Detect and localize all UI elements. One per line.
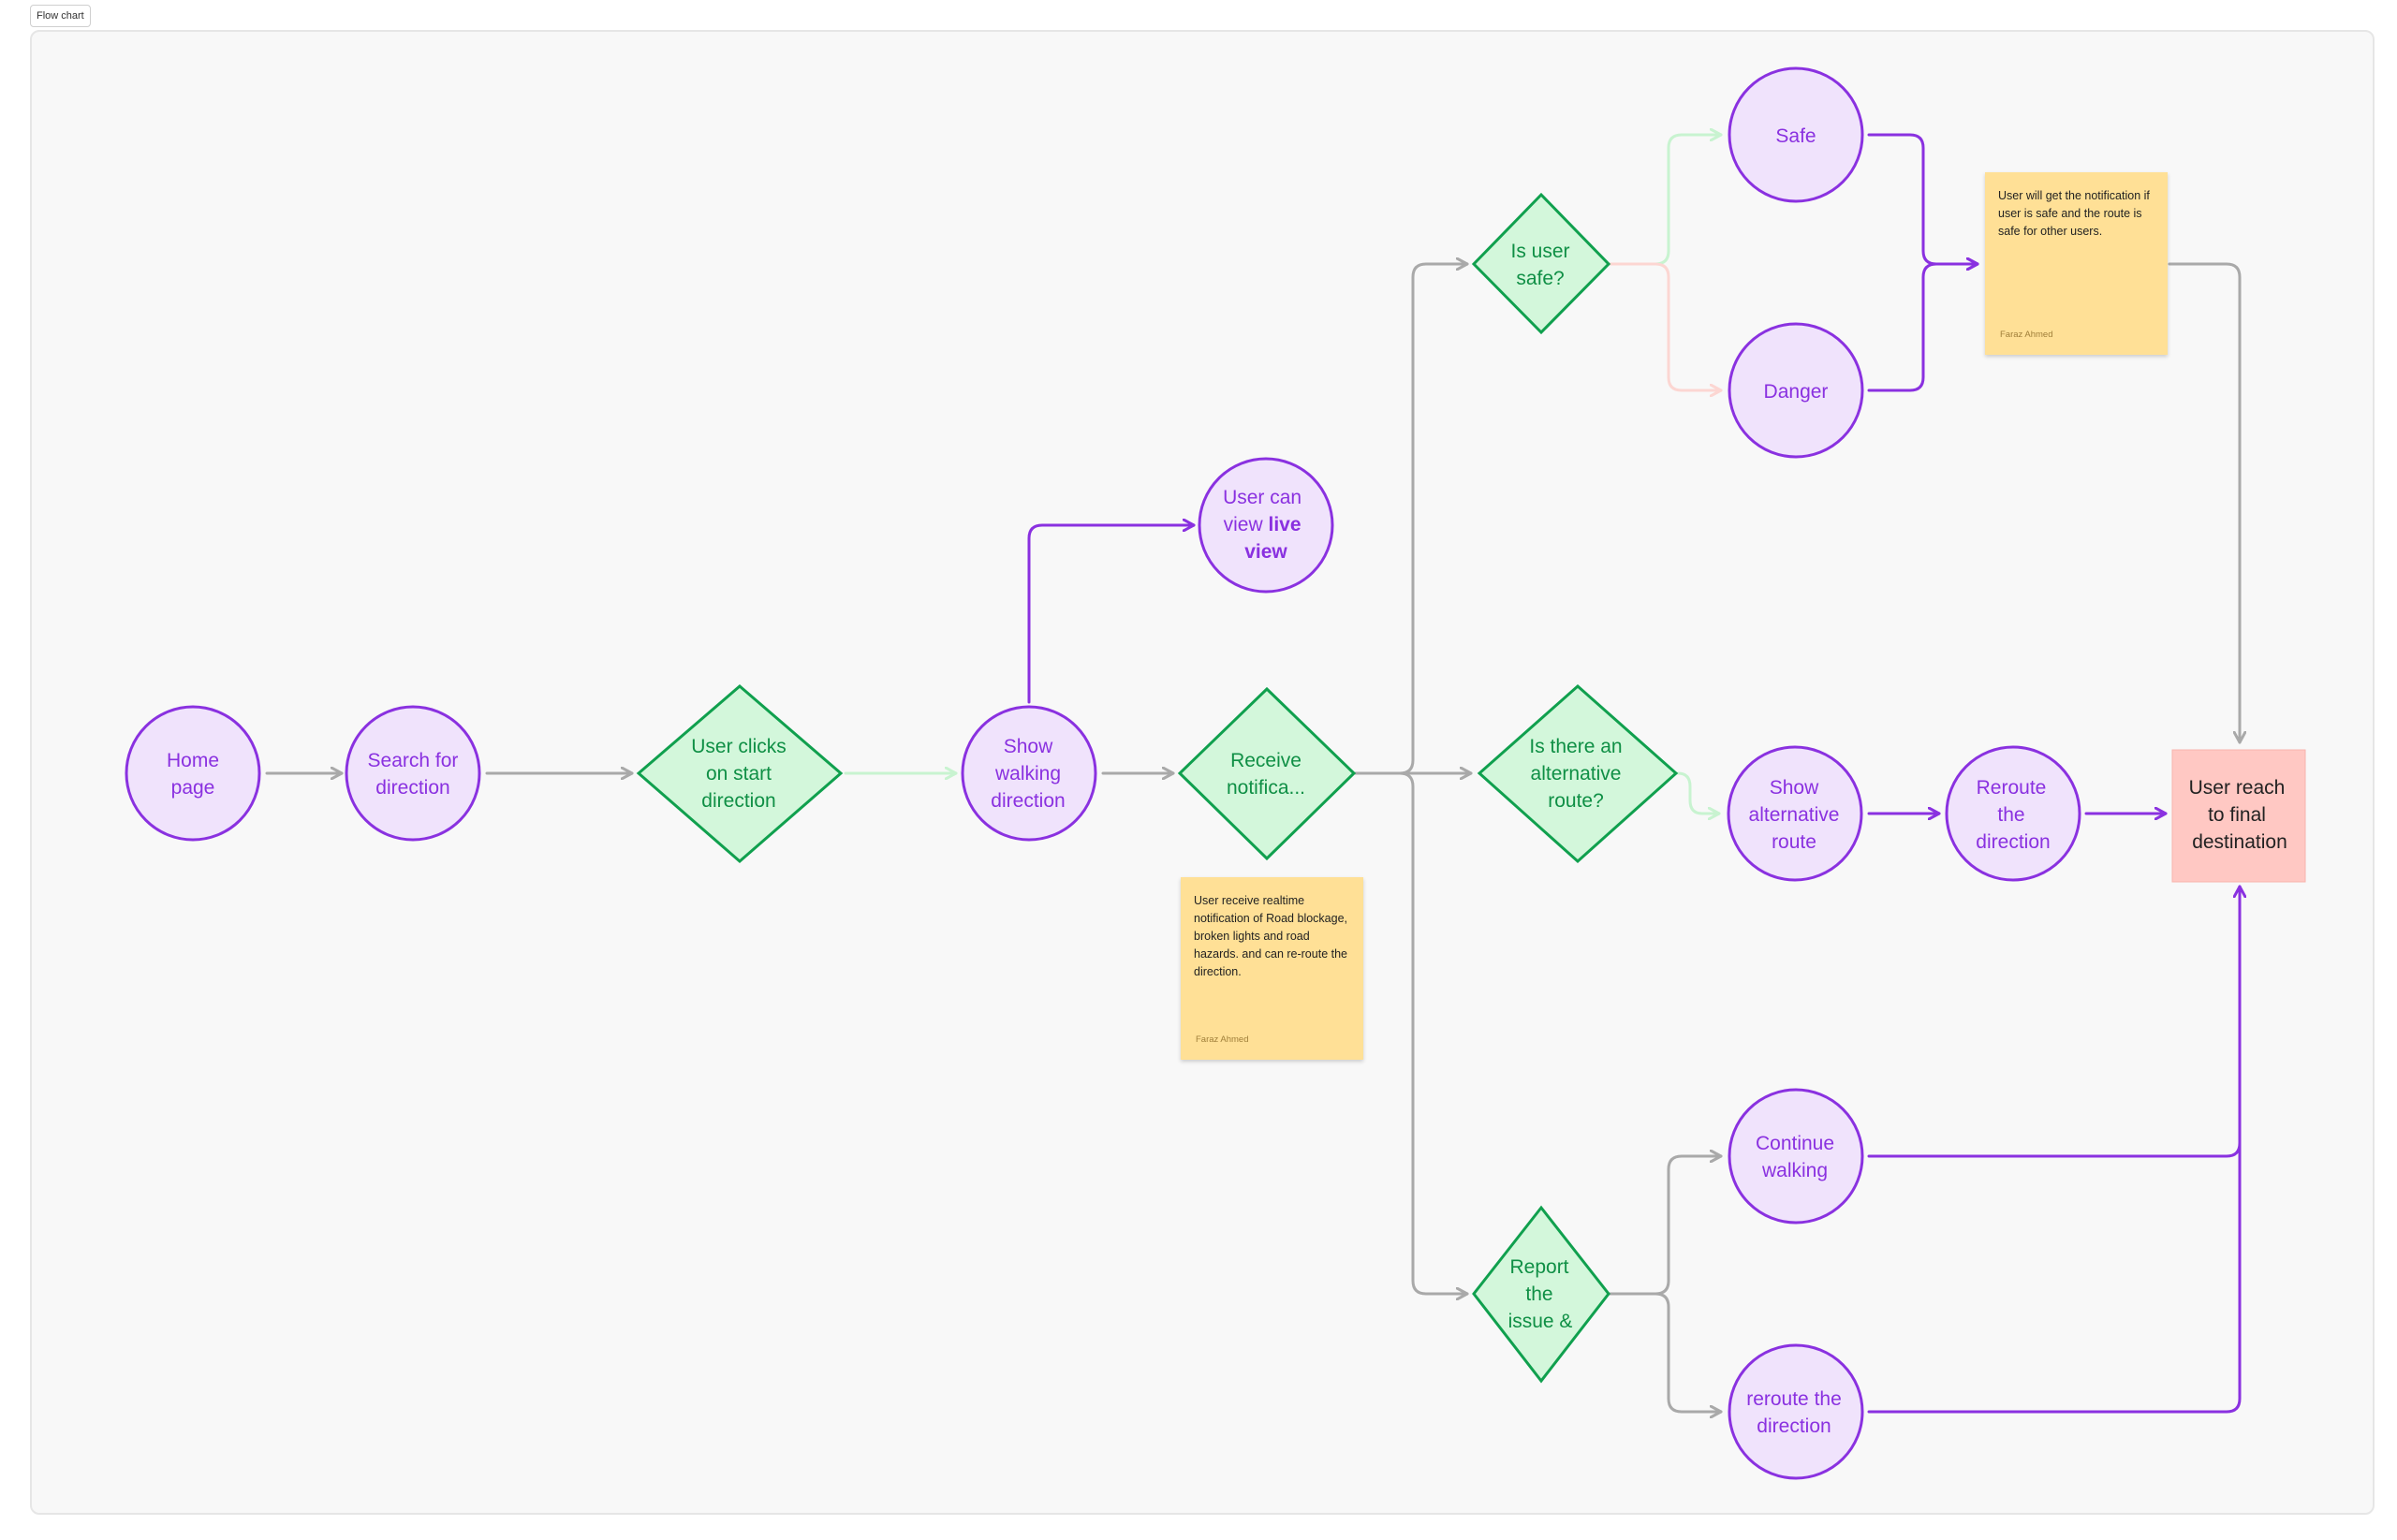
connector-danger-note <box>1867 264 1979 392</box>
sticky-note-author: Faraz Ahmed <box>2000 330 2053 340</box>
sticky-note-safety[interactable]: User will get the notification if user i… <box>1985 172 2168 355</box>
sticky-note-text: User will get the notification if user i… <box>1998 189 2150 238</box>
tab-flow-chart[interactable]: Flow chart <box>30 5 91 27</box>
connector-report-continue <box>1609 1156 1723 1296</box>
connector-alt-show-alt <box>1676 771 1721 814</box>
svg-text:Safe: Safe <box>1775 125 1816 147</box>
connector-continue-final <box>1867 885 2240 1158</box>
connector-reroute2-final <box>1867 1140 2242 1414</box>
connector-safe-q-safe <box>1609 135 1723 266</box>
sticky-note-text: User receive realtime notification of Ro… <box>1194 894 1347 978</box>
connector-safe-note <box>1867 133 1979 264</box>
connector-report-reroute2 <box>1609 1292 1723 1412</box>
svg-text:User can view live: User can view live view <box>1223 487 1307 563</box>
svg-text:Danger: Danger <box>1764 381 1829 403</box>
sticky-note-author: Faraz Ahmed <box>1196 1034 1249 1045</box>
node-safe[interactable]: Safe <box>1728 66 1864 203</box>
connector-receive-safe-q <box>1354 264 1469 775</box>
node-live-view[interactable]: User can view live view <box>1198 457 1334 594</box>
node-danger[interactable]: Danger <box>1728 322 1864 459</box>
connector-walk-live <box>1027 525 1196 704</box>
connector-receive-report <box>1354 771 1469 1294</box>
connector-note-final <box>2168 262 2240 744</box>
connector-safe-q-danger <box>1609 262 1723 390</box>
sticky-note-realtime[interactable]: User receive realtime notification of Ro… <box>1181 877 1363 1060</box>
